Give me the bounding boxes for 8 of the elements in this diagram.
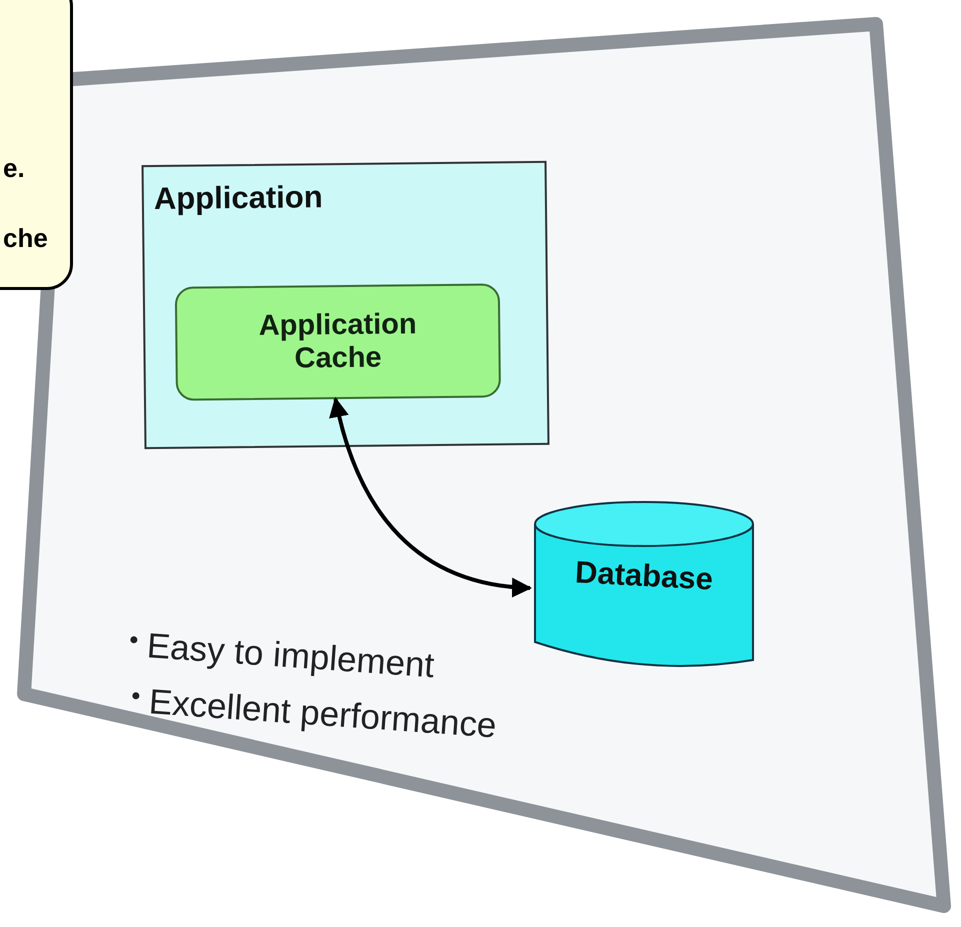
node-label: Database bbox=[573, 553, 715, 599]
arrow bbox=[330, 397, 532, 596]
container-title: Application bbox=[154, 179, 323, 217]
callout-text: che bbox=[3, 223, 48, 254]
database-cylinder bbox=[533, 500, 755, 670]
process-box: Application Cache bbox=[174, 283, 501, 401]
container-box bbox=[142, 160, 550, 450]
callout-text: e. bbox=[3, 153, 25, 184]
